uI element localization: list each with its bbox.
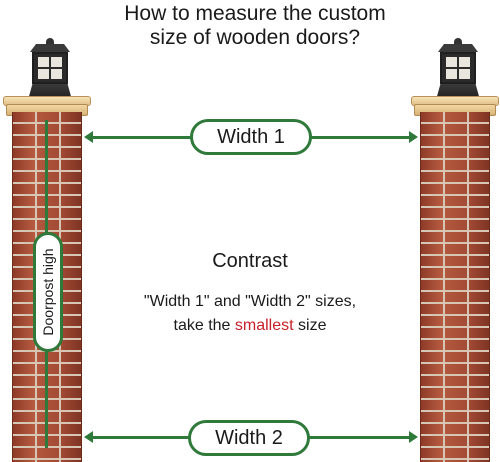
title-line-1: How to measure the custom: [124, 2, 386, 25]
note-line-2-end: size: [293, 317, 327, 334]
note-line-1: "Width 1" and "Width 2" sizes,: [143, 293, 357, 310]
title-line-2: size of wooden doors?: [149, 26, 361, 49]
width-2-label: Width 2: [188, 420, 310, 456]
note-highlight-smallest: smallest: [234, 317, 294, 334]
width-1-arrow-right-icon: [409, 131, 418, 143]
diagram-title: How to measure the custom size of wooden…: [90, 2, 420, 50]
width-2-arrow-left-icon: [84, 431, 93, 443]
contrast-heading: Contrast: [212, 250, 288, 272]
note-line-2-start: take the: [173, 317, 235, 334]
doorpost-high-text: Doorpost high: [40, 248, 56, 336]
note-line-2: take the smallest size: [105, 314, 395, 338]
width-1-label: Width 1: [190, 119, 312, 155]
width-1-arrow-left-icon: [84, 131, 93, 143]
width-2-arrow-right-icon: [409, 431, 418, 443]
left-post-lamp-icon: [26, 38, 74, 100]
right-brick-pillar: [420, 112, 490, 462]
right-post-lamp-icon: [434, 38, 482, 100]
doorpost-high-label: Doorpost high: [33, 232, 63, 352]
contrast-note: "Width 1" and "Width 2" sizes, take the …: [105, 290, 395, 338]
